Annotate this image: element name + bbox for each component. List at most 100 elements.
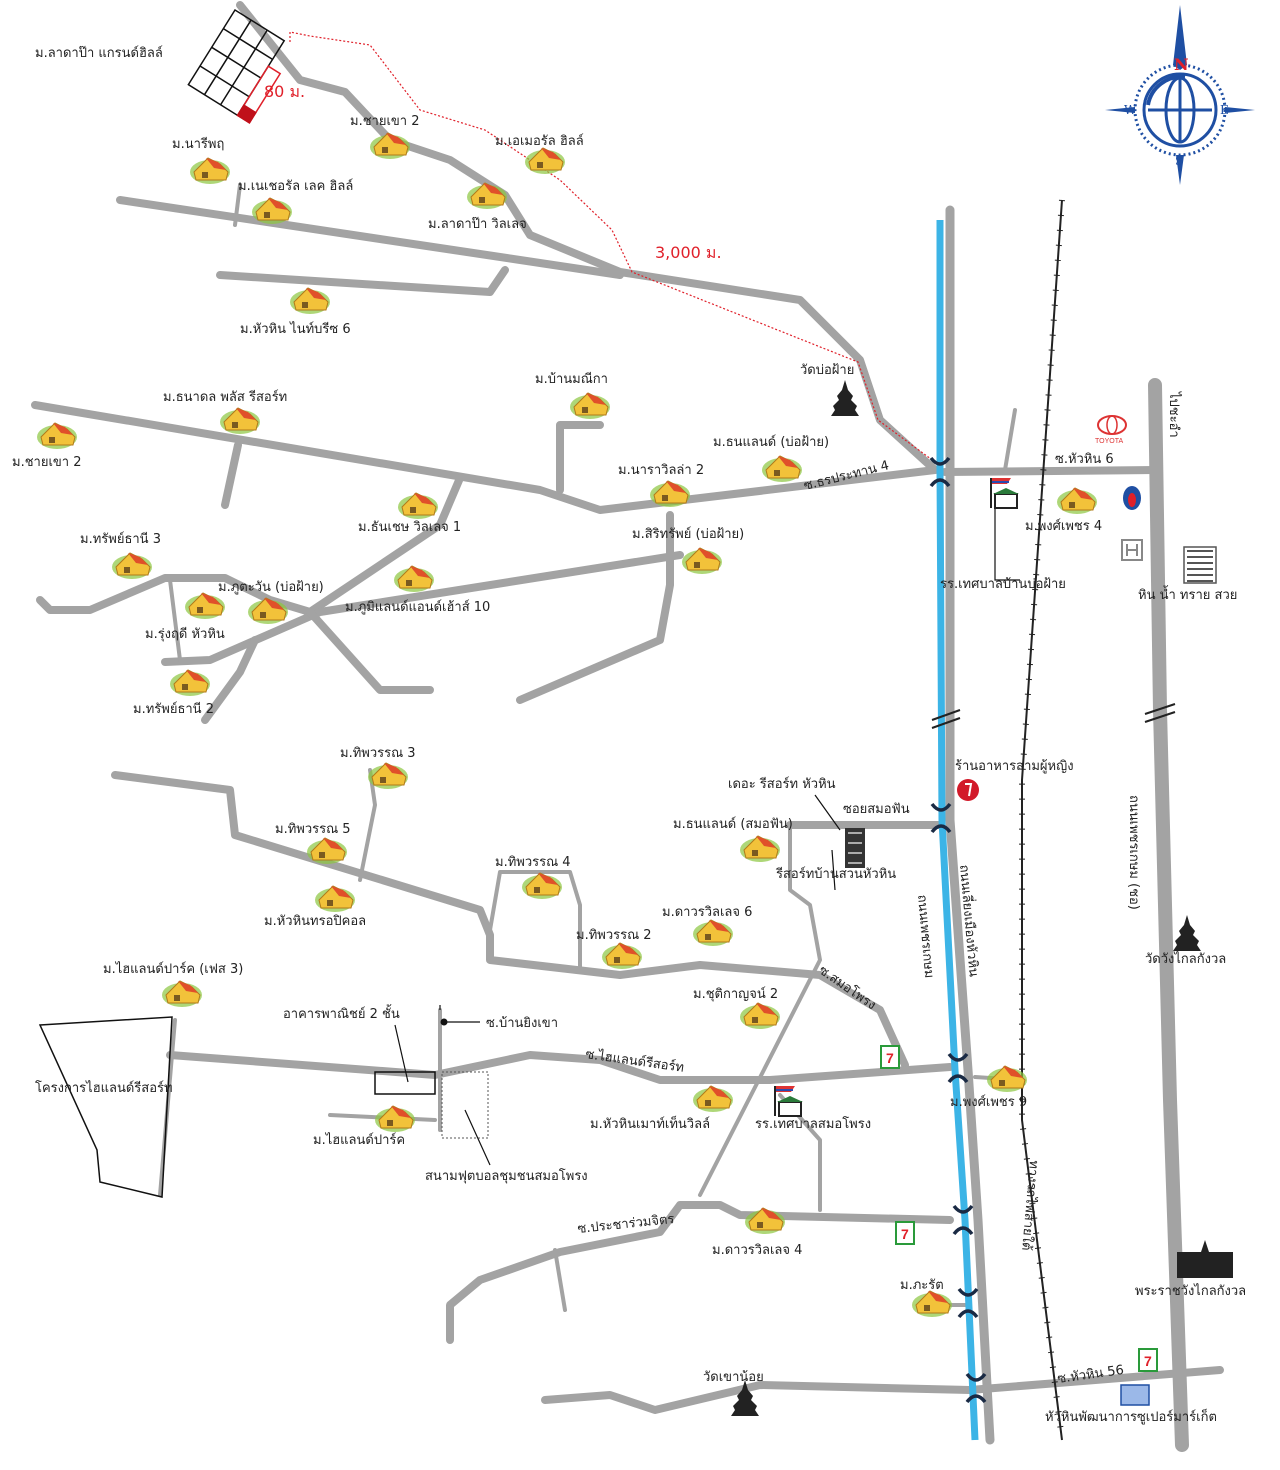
house-icon [37,422,77,449]
map-label: วัดวังไกลกังวล [1145,951,1226,967]
map-label: ไปชะอำ [1166,391,1182,438]
road-spur [556,421,604,494]
map-label: ม.ทิพวรรณ 2 [576,928,652,943]
map-label: ม.ภูมิแลนด์แอนด์เฮ้าส์ 10 [345,599,490,615]
map-label: ซอยสมอฟัน [843,802,910,817]
map-label: ม.เอเมอรัล ฮิลล์ [495,133,584,149]
map-label: ถนนเพชรเกษม (ชอ) [1126,795,1141,910]
railway-ties [1019,199,1065,1441]
map-label: ม.ทิพวรรณ 4 [495,855,571,870]
compass-south: S [1175,154,1183,168]
map-label: ซ.ธรประทาน 4 [802,458,890,494]
map-label: ทางรถไฟสายใต้ [1018,1160,1042,1252]
map-label: 3,000 ม. [655,243,722,262]
map-label: 80 ม. [264,82,305,101]
interchange-icon [965,1372,987,1404]
interchange-icon [930,802,952,834]
house-icon [525,147,565,174]
grand-hill-site-plan [187,8,286,124]
map-label: ม.สิริทรัพย์ (บ่อฝ้าย) [632,526,744,542]
icons: 7 7 7 TOYOTA [37,132,1233,1416]
road-spur [201,636,259,724]
house-icon [398,492,438,519]
map-label: ม.บ้านมณีกา [535,371,608,387]
supermarket-icon [1120,1384,1150,1406]
seven-eleven-label: 7 [901,1226,909,1242]
map-label: ร้านอาหารสามผู้หญิง [955,759,1074,774]
house-icon [315,885,355,912]
map-label: ถนนเพชรเกษม [914,894,936,979]
map-label: ม.หัวหินทรอปิคอล [264,914,366,929]
phetkasem-road [1148,378,1189,1452]
map-label: สนามฟุตบอลชุมชนสมอโพรง [425,1168,588,1184]
house-icon [290,287,330,314]
road-spur [221,441,242,509]
map-label: ม.ลาดาป๊า แกรนด์ฮิลล์ [35,45,163,61]
football-field-plot [441,1071,489,1139]
roads [31,1,1224,1414]
map-label: ม.ลาดาป๊า วิลเลจ [428,217,527,232]
interchange-icon [952,1204,974,1236]
map-label: ม.พงศ์เพชร 4 [1025,518,1102,534]
seven-eleven-label: 7 [886,1050,894,1066]
break-symbols [931,703,1176,729]
house-icon [162,980,202,1007]
toyota-label: TOYOTA [1095,438,1123,445]
pointer-line [814,794,841,891]
map-label: โครงการไฮแลนด์รีสอร์ท [35,1080,173,1096]
road-spur [698,823,822,1197]
road-spur [553,1248,567,1312]
map-label: หิน น้ำ ทราย สวย [1138,585,1237,603]
road-upper [116,196,624,279]
house-icon [762,455,802,482]
junction-dot [440,1018,448,1026]
compass: N S E W [1105,5,1255,185]
road-spur [306,474,464,616]
house-icon [682,547,722,574]
hospital-icon [1121,539,1143,561]
house-icon [190,157,230,184]
map-label: อาคารพาณิชย์ 2 ชั้น [283,1004,400,1022]
road-bottom [541,1366,1224,1414]
house-icon [740,1002,780,1029]
map-label: ซ.หัวหิน 6 [1055,452,1114,467]
road-spur [233,183,242,227]
labels: ม.ลาดาป๊า แกรนด์ฮิลล์ 80 ม. ม.ชายเขา 2 ม.เอ… [12,45,1246,1425]
resort-icon [845,828,865,868]
highland-project-plot [38,1016,173,1198]
school-icon [990,478,1019,509]
map-label: ม.ทิพวรรณ 3 [340,746,416,761]
map-label: ม.ชุติกาญจน์ 2 [693,986,778,1002]
house-icon [370,132,410,159]
road-break-icon [931,709,961,729]
temple-icon [731,1380,759,1416]
temple-icon [1173,915,1201,951]
interchange-icon [957,1287,979,1319]
road-spur [488,870,582,972]
house-icon [467,182,507,209]
map-label: ม.รุ่งฤดี หัวหิน [145,626,225,642]
seven-eleven-label: 7 [1144,1353,1152,1369]
road-soi-hua-hin-6 [941,466,1159,476]
land-plots [38,8,1020,1198]
map-label: ม.ไฮแลนด์ปาร์ค [313,1132,405,1148]
map-label: ม.ภูตะวัน (บ่อฝ้าย) [218,580,324,595]
house-icon [1057,487,1097,514]
map-label: รีสอร์ทบ้านสวนหัวหิน [775,866,896,882]
house-icon [375,1105,415,1132]
map-label: ซ.สมอโพรง [816,962,879,1013]
road-north-curve [236,1,939,474]
seven-eleven-icon: 7 [895,1221,915,1245]
map-label: เดอะ รีสอร์ท หัวหิน [728,776,836,792]
building-icon [1183,546,1217,584]
map-label: ม.หัวหิน ไนท์บรีซ 6 [240,321,351,337]
map-label: ม.ชายเขา 2 [350,114,419,129]
map-label: ม.ธันเชษ วิลเลจ 1 [358,520,461,535]
road-spur [516,511,674,704]
road-break-icon [1144,703,1176,723]
map-label: ม.ดาวรวิลเลจ 6 [662,905,752,920]
interchange-icon [929,456,951,488]
interchange-icon [947,1052,969,1084]
